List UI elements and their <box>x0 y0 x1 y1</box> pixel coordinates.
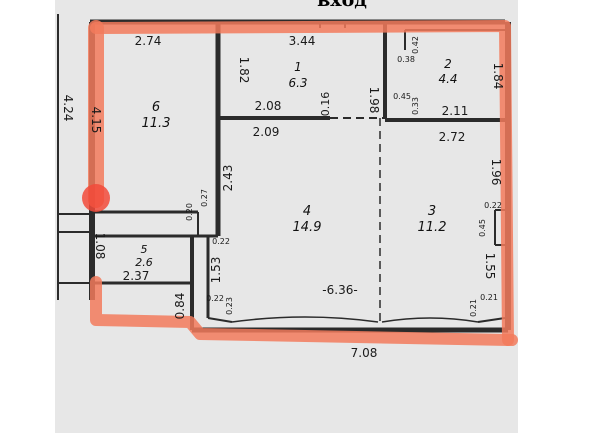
dim-415: 4.15 <box>89 107 103 134</box>
apartment-highlight <box>88 20 518 346</box>
dim-020: 0.20 <box>185 203 194 221</box>
room-4-number: 4 <box>303 204 311 219</box>
room-3-area: 11.2 <box>418 220 447 235</box>
room-5-number: 5 <box>141 243 148 256</box>
dim-424: 4.24 <box>61 95 75 122</box>
dim-042: 0.42 <box>411 36 420 54</box>
dim-033: 0.33 <box>411 97 420 115</box>
dim-182: 1.82 <box>237 57 251 84</box>
dim-016: 0.16 <box>319 92 332 117</box>
dim-023: 0.23 <box>225 297 234 315</box>
dim-021a: 0.21 <box>469 299 478 317</box>
room-6-area: 11.3 <box>142 116 171 131</box>
dim-272: 2.72 <box>439 130 466 144</box>
highlight-marker <box>82 184 110 212</box>
dim-211: 2.11 <box>442 104 469 118</box>
dim-045a: 0.45 <box>393 92 411 101</box>
dim-022b: 0.22 <box>212 237 230 246</box>
dim-237: 2.37 <box>123 269 150 283</box>
dim-196: 1.96 <box>489 159 503 186</box>
dim-198: 1.98 <box>367 87 381 114</box>
dim-636: -6.36- <box>322 283 357 297</box>
dim-022a: 0.22 <box>484 201 502 210</box>
dim-243: 2.43 <box>221 165 235 192</box>
neighbour-walls <box>57 14 92 300</box>
dim-208: 2.08 <box>255 99 282 113</box>
dim-027: 0.27 <box>200 189 209 207</box>
room-1-number: 1 <box>294 60 302 74</box>
dim-155: 1.55 <box>483 253 497 280</box>
entrance-label: вход <box>317 0 367 11</box>
dim-038: 0.38 <box>397 55 415 64</box>
dimension-labels: 2.74 3.44 1.82 2.08 0.16 1.98 0.38 0.42 … <box>61 34 505 360</box>
dim-184: 1.84 <box>491 63 505 90</box>
dim-021b: 0.21 <box>480 293 498 302</box>
room-4-area: 14.9 <box>293 220 322 235</box>
dim-274: 2.74 <box>135 34 162 48</box>
dim-045b: 0.45 <box>478 219 487 237</box>
dim-708: 7.08 <box>351 346 378 360</box>
plan-paper <box>55 0 518 433</box>
dim-084: 0.84 <box>173 293 187 320</box>
room-labels: 6 11.3 1 6.3 2 4.4 4 14.9 3 11.2 5 2.6 <box>135 57 457 269</box>
room-1-area: 6.3 <box>288 76 307 90</box>
room-3-number: 3 <box>428 204 436 219</box>
dim-153: 1.53 <box>209 257 223 284</box>
room-6-number: 6 <box>152 100 160 115</box>
room-5-area: 2.6 <box>135 256 153 269</box>
room-2-area: 4.4 <box>438 72 457 86</box>
dim-344: 3.44 <box>289 34 316 48</box>
room-2-number: 2 <box>444 57 452 71</box>
dim-108: 1.08 <box>93 233 107 260</box>
dim-022c: 0.22 <box>206 294 224 303</box>
dim-209: 2.09 <box>253 125 280 139</box>
